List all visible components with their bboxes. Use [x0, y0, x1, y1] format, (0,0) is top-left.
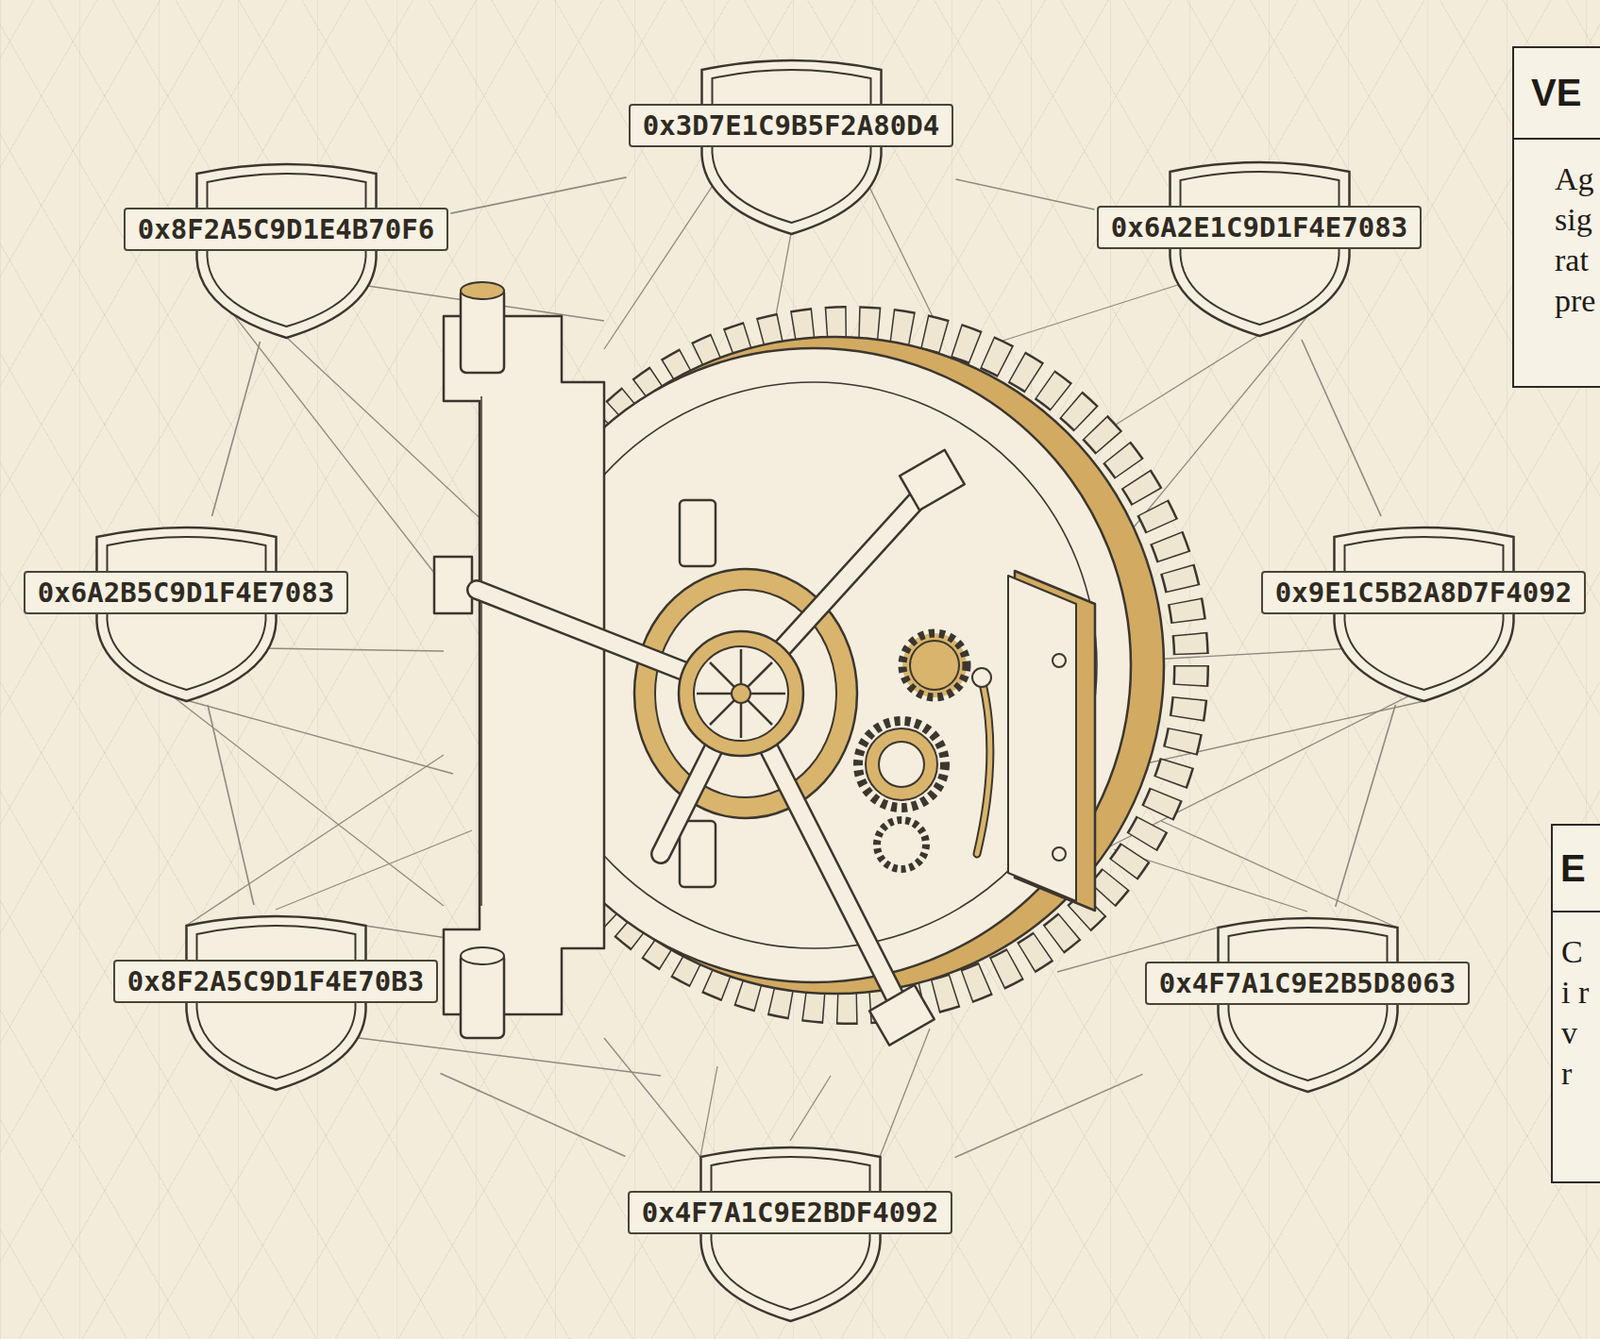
panel-text: C i r v r [1561, 912, 1590, 1095]
shield-node: 0x8F2A5C9D1E4B70F6 [121, 152, 452, 342]
shield-outer [1217, 918, 1398, 1093]
network-lines [110, 181, 1504, 1158]
shield-node: 0x4F7A1C9E2B5D8063 [1143, 907, 1473, 1096]
shield-node: 0x4F7A1C9E2BDF4092 [625, 1136, 956, 1326]
mesh-connector [451, 177, 627, 214]
mesh-connector [212, 341, 261, 517]
shield-outer [701, 60, 881, 235]
mesh-connector [1301, 339, 1382, 517]
vault-door [434, 282, 1192, 1046]
mesh-connector [207, 705, 254, 906]
shield-outer [1169, 162, 1349, 337]
shield-node: 0x9E1C5B2A8D7F4092 [1259, 516, 1589, 706]
hex-address: 0x9E1C5B2A8D7F4092 [1261, 571, 1586, 615]
shield-node: 0x3D7E1C9B5F2A80D4 [626, 49, 957, 238]
hex-address: 0x6A2B5C9D1F4E7083 [23, 571, 349, 615]
hex-address: 0x8F2A5C9D1F4E70B3 [113, 960, 438, 1004]
hex-address: 0x4F7A1C9E2BDF4092 [627, 1191, 953, 1235]
shield-node: 0x6A2E1C9D1F4E7083 [1094, 151, 1425, 340]
hex-address: 0x3D7E1C9B5F2A80D4 [628, 103, 954, 148]
mesh-connector [1335, 705, 1397, 908]
shield-outer [185, 916, 366, 1091]
hex-address: 0x6A2E1C9D1F4E7083 [1096, 205, 1422, 250]
mesh-connector [440, 1073, 626, 1157]
panel-heading: VE [1514, 48, 1600, 140]
shield-node: 0x6A2B5C9D1F4E7083 [21, 516, 352, 706]
hex-address: 0x8F2A5C9D1E4B70F6 [123, 207, 449, 252]
info-panel: VEAg sig rat pre [1512, 46, 1600, 388]
panel-heading: E [1552, 825, 1600, 913]
shield-outer [96, 527, 276, 702]
shield-node: 0x8F2A5C9D1F4E70B3 [111, 905, 441, 1095]
mesh-connector [955, 1074, 1144, 1158]
shield-outer [700, 1147, 880, 1322]
shield-outer [1333, 527, 1514, 702]
hex-address: 0x4F7A1C9E2B5D8063 [1145, 961, 1470, 1006]
info-panel: EC i r v r [1550, 824, 1600, 1184]
mesh-connector [956, 179, 1095, 210]
shield-outer [196, 164, 376, 338]
panel-text: Ag sig rat pre [1554, 139, 1600, 321]
